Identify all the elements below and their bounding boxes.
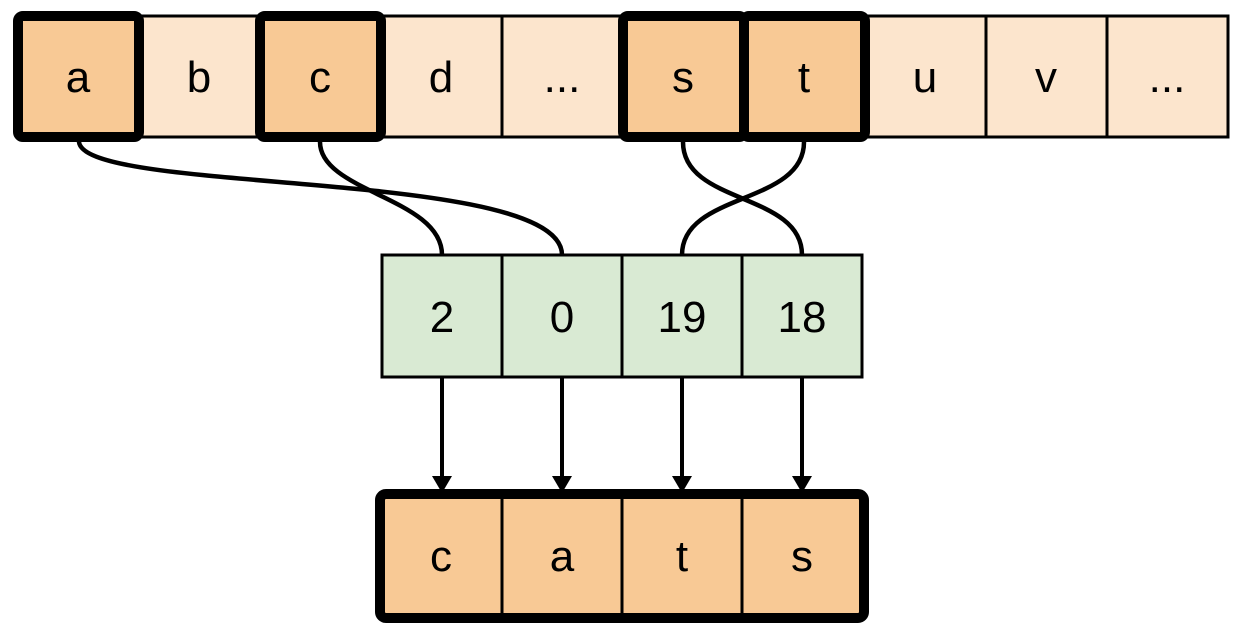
alphabet-cell-a-highlighted [13, 11, 144, 142]
alphabet-cell-d [379, 14, 504, 139]
index-array: 2 0 19 18 [380, 253, 864, 379]
arrow-head-3 [672, 476, 692, 493]
index-label-18: 18 [778, 293, 827, 342]
index-to-output-arrows [432, 377, 812, 493]
arrow-head-4 [792, 476, 812, 493]
output-label-c: c [430, 532, 452, 581]
alphabet-label-d: d [429, 53, 453, 102]
alphabet-array: a b c d ... s t u v ... [13, 11, 1230, 142]
index-cell-2 [380, 253, 504, 379]
index-label-0: 0 [550, 293, 574, 342]
alphabet-label-t: t [798, 53, 810, 102]
alphabet-label-v: v [1035, 53, 1057, 102]
output-label-a: a [550, 532, 575, 581]
index-label-19: 19 [658, 293, 707, 342]
alphabet-label-ellipsis-1: ... [544, 53, 581, 102]
curve-t-to-index-19 [679, 139, 807, 258]
alphabet-cell-c-highlighted [255, 11, 386, 142]
alphabet-label-b: b [187, 53, 211, 102]
output-array: c a t s [375, 489, 869, 623]
index-cell-18 [740, 253, 864, 379]
arrow-head-1 [432, 476, 452, 493]
output-label-s: s [791, 532, 813, 581]
alphabet-cell-ellipsis-1 [500, 14, 625, 139]
alphabet-cell-t-highlighted [739, 11, 870, 142]
alphabet-label-c: c [309, 53, 331, 102]
alphabet-label-a: a [66, 53, 91, 102]
curve-a-to-index-0 [76, 139, 565, 258]
alphabet-label-s: s [672, 53, 694, 102]
alphabet-label-ellipsis-2: ... [1149, 53, 1186, 102]
arrow-head-2 [552, 476, 572, 493]
alphabet-cell-v [984, 14, 1109, 139]
output-label-t: t [676, 532, 688, 581]
mapping-curves [76, 139, 807, 258]
curve-c-to-index-2 [317, 139, 445, 258]
index-label-2: 2 [430, 293, 454, 342]
alphabet-cell-ellipsis-2 [1105, 14, 1230, 139]
index-cell-0 [500, 253, 624, 379]
alphabet-label-u: u [913, 53, 937, 102]
